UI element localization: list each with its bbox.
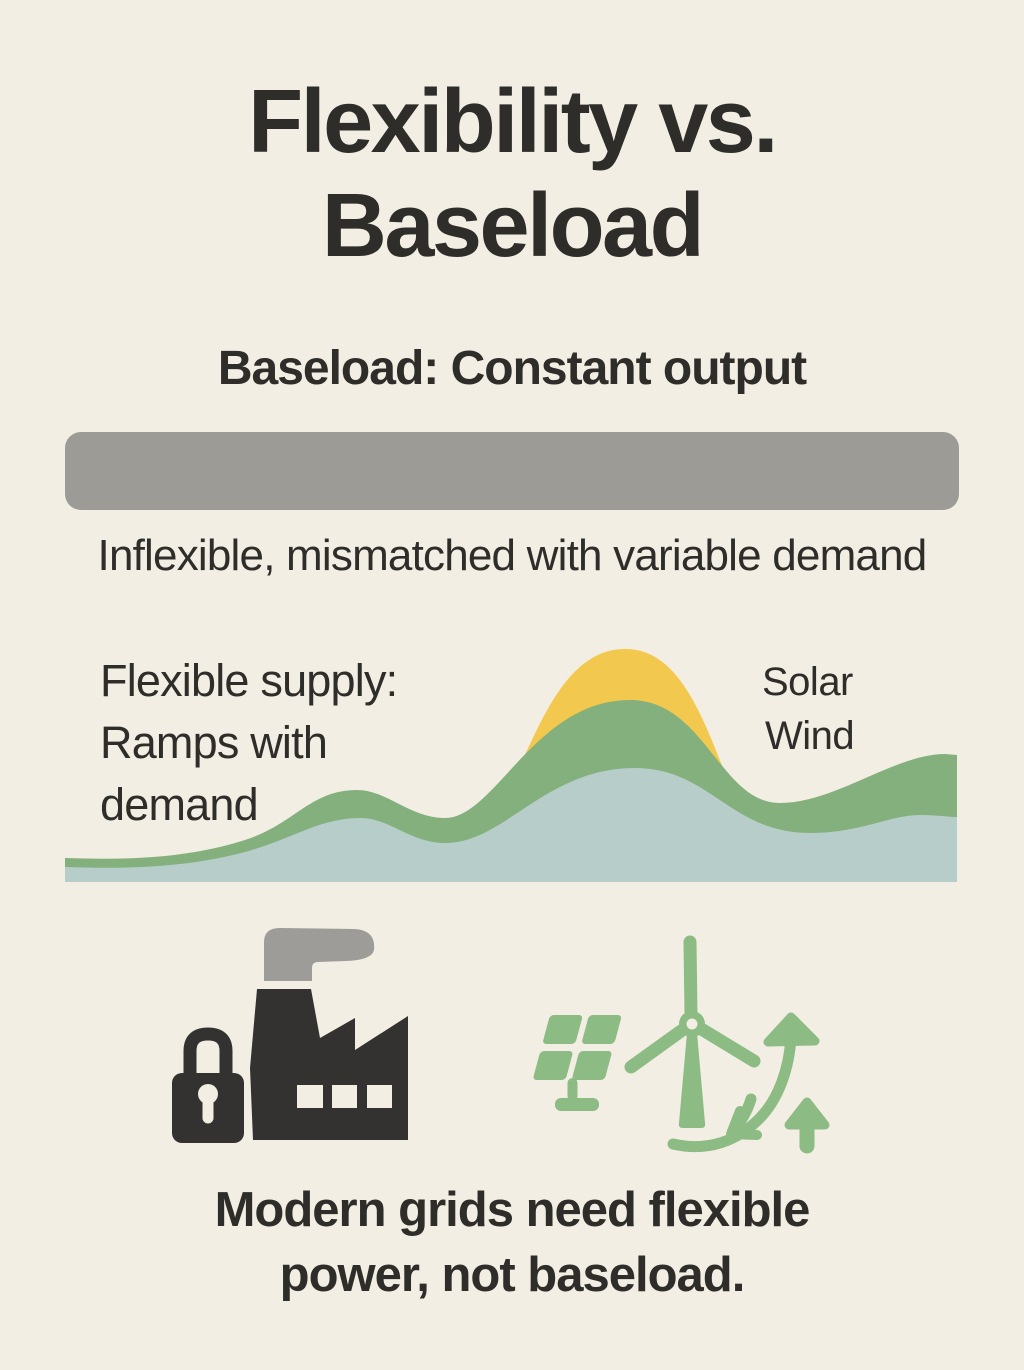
solar-stand-base [555, 1098, 599, 1111]
ramp-arrow-head-up [763, 1012, 820, 1047]
solar-cell [582, 1015, 622, 1044]
baseload-plant-icon [172, 928, 408, 1143]
footer-line-2: power, not baseload. [279, 1248, 746, 1302]
flexible-supply-label-line-2: Ramps with [100, 717, 328, 768]
demand-area [65, 768, 957, 882]
baseload-bar [65, 432, 959, 510]
solar-cell [572, 1051, 612, 1080]
turbine-hub-hole [686, 1018, 698, 1030]
baseload-caption: Inflexible, mismatched with variable dem… [97, 531, 928, 580]
smoke-icon [264, 928, 375, 981]
baseload-bar-rect [65, 432, 959, 510]
turbine-tower [678, 1033, 706, 1128]
page-title-line-2: Baseload [321, 176, 705, 276]
lock-shackle-icon [183, 1027, 233, 1075]
footer-message: Modern grids need flexible power, not ba… [0, 1178, 1024, 1308]
factory-window [297, 1085, 323, 1108]
ramp-arrow-head-down [726, 1106, 762, 1140]
legend-label-solar: Solar [762, 660, 853, 704]
baseload-heading: Baseload: Constant output [217, 342, 807, 395]
growth-arrow-icon [784, 1097, 830, 1154]
page-title-line-1: Flexibility vs. [248, 72, 778, 172]
footer-line-1: Modern grids need flexible [214, 1183, 811, 1237]
flexible-supply-label: Flexible supply: Ramps with demand [100, 650, 398, 836]
ramp-up-arrow-icon [667, 1012, 820, 1153]
page-title: Flexibility vs. Baseload [0, 70, 1024, 278]
turbine-blade [696, 1023, 761, 1068]
legend-label-wind: Wind [765, 714, 855, 758]
factory-window [367, 1085, 392, 1108]
solar-panel-icon [533, 1015, 622, 1111]
factory-window [332, 1085, 357, 1108]
wind-turbine-icon [624, 935, 761, 1128]
flexible-supply-chart [65, 649, 957, 882]
turbine-blade [683, 935, 698, 1021]
solar-cell [533, 1051, 573, 1080]
renewables-icon [533, 935, 830, 1154]
flexible-supply-label-line-3: demand [100, 779, 259, 830]
ramp-arrow-curve [667, 1032, 797, 1153]
factory-icon [250, 989, 408, 1140]
solar-cell [543, 1015, 583, 1044]
turbine-blade [624, 1024, 688, 1074]
flexible-supply-label-line-1: Flexible supply: [100, 655, 398, 706]
